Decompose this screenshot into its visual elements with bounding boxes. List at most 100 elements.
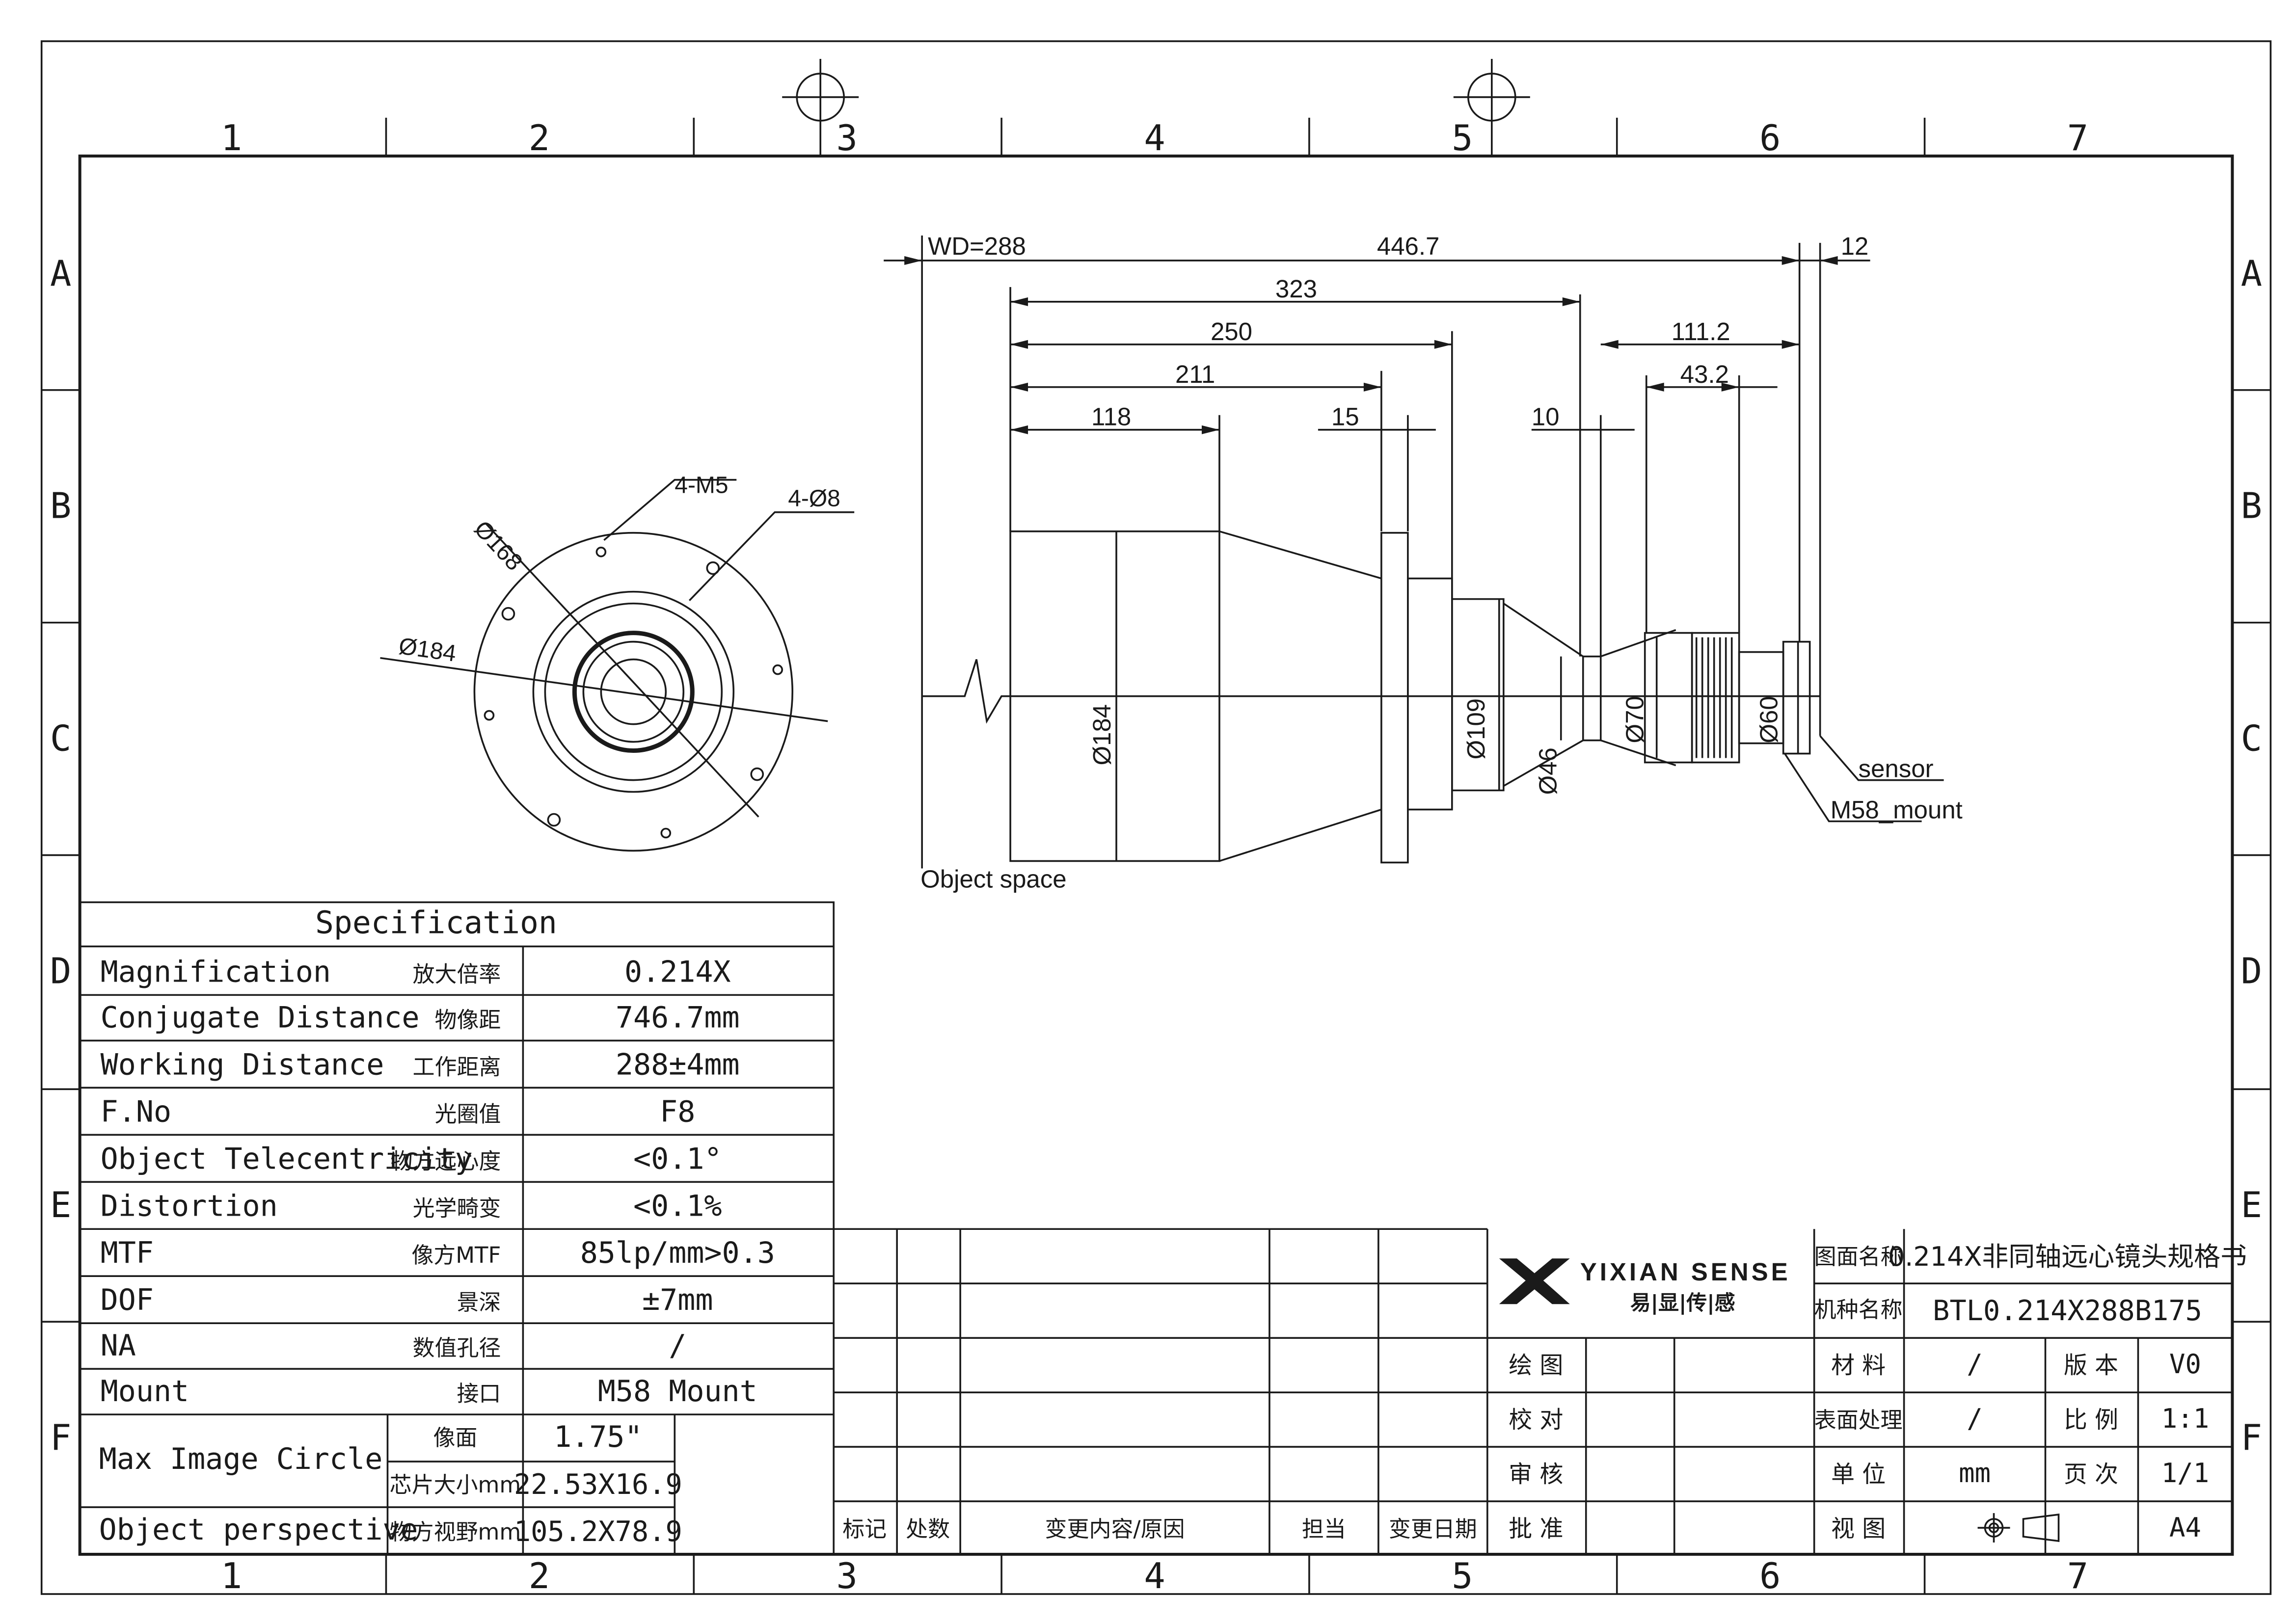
column-label-top: 5	[1452, 117, 1473, 159]
spec-label-cn: 放大倍率	[413, 961, 501, 987]
dia-70: Ø70	[1621, 696, 1649, 743]
spec-label-cn: 像方MTF	[411, 1242, 501, 1268]
dia-109: Ø109	[1462, 698, 1490, 760]
spec-label-cn: 工作距离	[413, 1054, 501, 1080]
row-label-right: F	[2241, 1417, 2262, 1458]
title-cell: V0	[2169, 1349, 2201, 1380]
spec-label-cn: 景深	[457, 1289, 501, 1315]
spec-label-en: Object Telecentricity	[101, 1142, 473, 1176]
column-label-bottom: 5	[1452, 1555, 1473, 1596]
title-cell: 版 本	[2064, 1352, 2118, 1379]
side-view-dimensions: WD=288 446.7 12 323 250 111.2 211 43.2 1…	[920, 232, 1963, 893]
label-phi168: Ø168	[469, 516, 527, 576]
column-label-bottom: 1	[221, 1555, 242, 1596]
column-label-bottom: 4	[1144, 1555, 1165, 1596]
title-cell: 视 图	[1831, 1515, 1886, 1542]
row-label-right: B	[2241, 485, 2262, 527]
sign-row-label: 校 对	[1509, 1406, 1563, 1434]
row-label-left: F	[50, 1417, 71, 1458]
revision-header: 担当	[1302, 1516, 1346, 1542]
spec-value: 1.75"	[554, 1420, 643, 1454]
row-label-right: C	[2241, 718, 2262, 759]
spec-label-cn: 数值孔径	[413, 1335, 501, 1361]
dim-446-7: 446.7	[1377, 232, 1440, 260]
column-label-bottom: 7	[2067, 1555, 2088, 1596]
revision-headers: 标记处数 变更内容/原因 担当 变更日期	[842, 1516, 1477, 1542]
label-4-phi8: 4-Ø8	[788, 486, 840, 512]
dia-60: Ø60	[1755, 696, 1783, 743]
column-label-top: 4	[1144, 117, 1165, 159]
spec-label-en: NA	[101, 1329, 136, 1363]
spec-label-en: Magnification	[101, 955, 331, 989]
title-cell: 1:1	[2161, 1403, 2209, 1434]
revision-header: 标记	[842, 1516, 887, 1542]
callout-sensor: sensor	[1859, 755, 1934, 783]
spec-label-cn: 物方视野mm	[390, 1519, 521, 1545]
revision-header: 处数	[906, 1516, 950, 1542]
dim-323: 323	[1275, 275, 1317, 303]
column-label-bottom: 3	[837, 1555, 858, 1596]
spec-label-en: DOF	[101, 1283, 154, 1317]
spec-value: <0.1°	[633, 1142, 722, 1176]
view-symbol-icon	[1977, 1513, 2060, 1543]
dim-43-2: 43.2	[1680, 360, 1729, 388]
dia-46: Ø46	[1534, 747, 1562, 795]
side-view	[884, 235, 1944, 869]
dim-12: 12	[1841, 232, 1869, 260]
spec-label-cn: 芯片大小mm	[390, 1472, 521, 1498]
spec-label-en: Max Image Circle	[99, 1442, 383, 1476]
brand-name-cn: 易|显|传|感	[1630, 1291, 1735, 1315]
title-cell: 机种名称	[1814, 1297, 1903, 1323]
dim-111-2: 111.2	[1672, 318, 1730, 346]
column-label-bottom: 6	[1759, 1555, 1781, 1596]
spec-label-cn: 光学畸变	[413, 1195, 501, 1221]
column-label-top: 2	[529, 117, 550, 159]
spec-label-en: MTF	[101, 1236, 154, 1270]
row-label-left: B	[50, 485, 71, 527]
title-cell: /	[1967, 1403, 1983, 1434]
spec-value: F8	[660, 1094, 695, 1129]
title-cell: 1/1	[2161, 1458, 2209, 1489]
title-cell: 比 例	[2064, 1406, 2118, 1434]
column-label-top: 1	[221, 117, 242, 159]
revision-header: 变更内容/原因	[1045, 1516, 1185, 1542]
row-label-left: E	[50, 1184, 71, 1225]
spec-value: ±7mm	[642, 1283, 713, 1317]
row-label-left: C	[50, 718, 71, 759]
spec-label-en: Distortion	[101, 1189, 278, 1223]
title-cell: 材 料	[1831, 1352, 1886, 1379]
revision-block-grid	[834, 1228, 1488, 1555]
spec-value: 105.2X78.9	[514, 1516, 682, 1548]
spec-label-en: Conjugate Distance	[101, 1000, 420, 1035]
spec-value: 288±4mm	[616, 1047, 740, 1082]
row-label-left: A	[50, 253, 71, 294]
title-cell: BTL0.214X288B175	[1933, 1295, 2202, 1327]
title-cell: A4	[2169, 1512, 2201, 1543]
column-label-top: 7	[2067, 117, 2088, 159]
sign-row-label: 审 核	[1509, 1461, 1563, 1488]
title-cell: 页 次	[2064, 1461, 2118, 1488]
spec-label-cn: 接口	[457, 1381, 501, 1407]
callout-object-space: Object space	[920, 865, 1066, 893]
column-label-bottom: 2	[529, 1555, 550, 1596]
revision-header: 变更日期	[1389, 1516, 1477, 1542]
callout-m58-mount: M58_mount	[1831, 796, 1963, 824]
dim-15: 15	[1331, 403, 1359, 431]
title-cell: 单 位	[1831, 1461, 1886, 1488]
spec-value: 85lp/mm>0.3	[580, 1236, 775, 1270]
title-cell: mm	[1959, 1458, 1991, 1489]
sign-row-label: 绘 图	[1509, 1352, 1563, 1379]
row-label-right: D	[2241, 950, 2262, 991]
row-label-right: E	[2241, 1184, 2262, 1225]
dim-211: 211	[1175, 360, 1215, 388]
dia-184: Ø184	[1088, 704, 1116, 766]
spec-value: <0.1%	[633, 1189, 722, 1223]
dim-wd: WD=288	[928, 232, 1026, 260]
front-view	[380, 479, 855, 852]
dim-10: 10	[1532, 403, 1560, 431]
front-view-labels: 4-M5 4-Ø8 Ø168 Ø184	[397, 473, 840, 667]
